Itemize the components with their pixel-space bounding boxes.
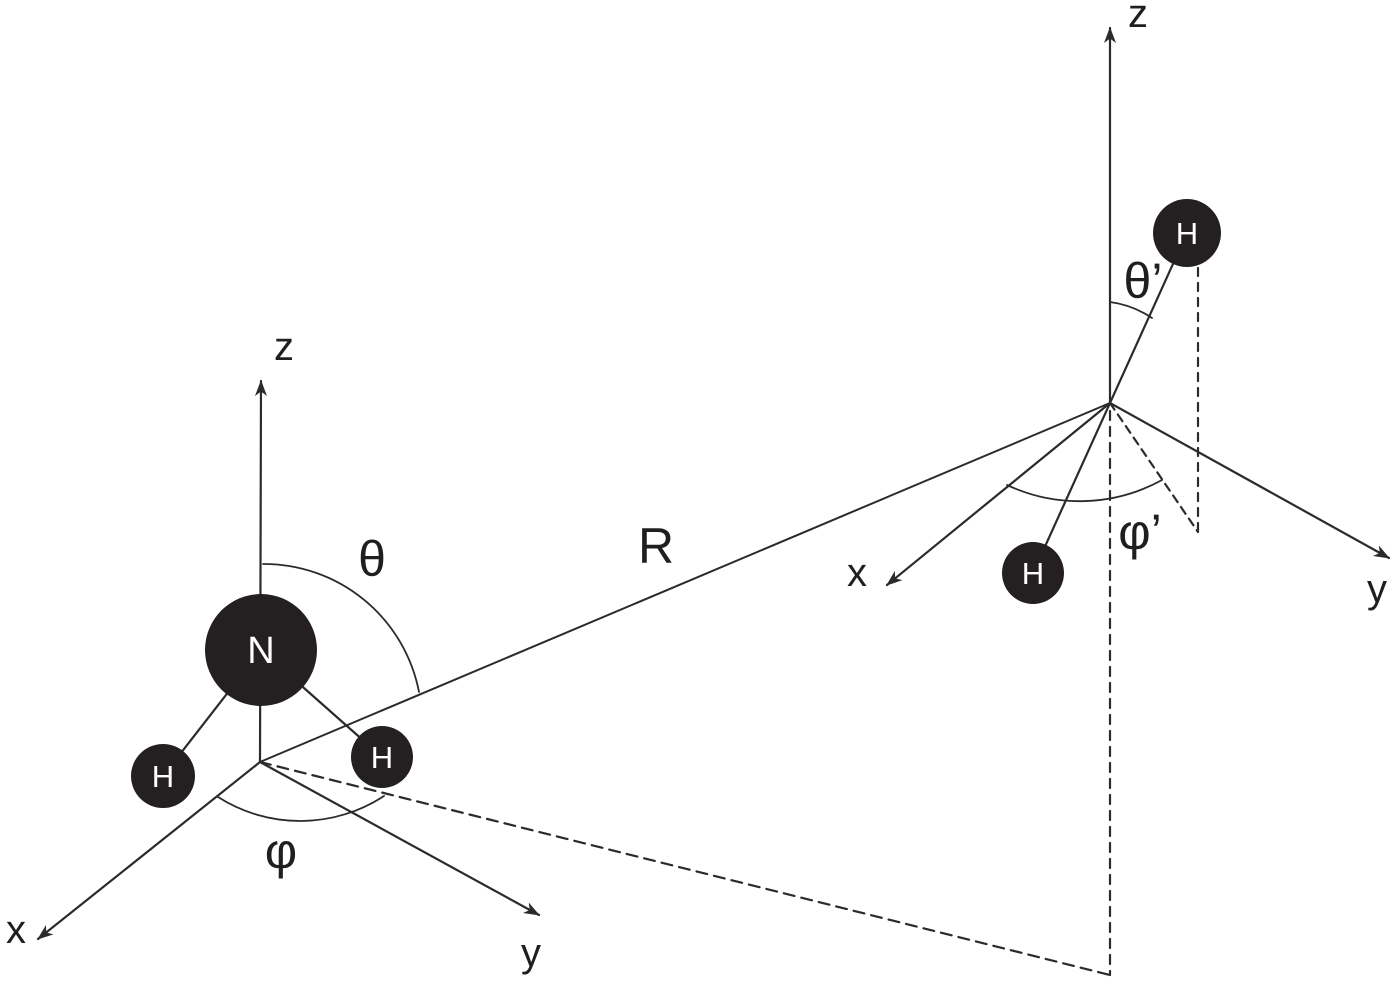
- theta-angle-label: θ: [358, 531, 386, 587]
- right-molecule-frame: [885, 26, 1391, 587]
- hydrogen-bottom-right-label: H: [1022, 556, 1044, 591]
- right-x-axis: [885, 401, 1112, 587]
- hydrogen-left-label: H: [152, 759, 174, 794]
- theta-prime-angle-arc: [1109, 301, 1153, 319]
- left-z-axis-label: z: [274, 325, 294, 369]
- left-y-axis: [258, 760, 541, 917]
- right-z-axis-label: z: [1128, 0, 1148, 36]
- theta-prime-angle-label: θ’: [1124, 253, 1163, 309]
- phi-prime-angle-label: φ’: [1118, 504, 1162, 560]
- left-x-axis: [36, 760, 262, 941]
- atoms: [131, 199, 1221, 808]
- left-x-axis-label: x: [6, 908, 26, 952]
- hydrogen-atom-right: [351, 726, 413, 788]
- theta-angle-arc: [262, 563, 420, 693]
- dashed-projection-left-origin-to-bottom: [258, 760, 1112, 977]
- phi-prime-angle-arc: [1006, 479, 1163, 503]
- hydrogen-atom-left: [131, 744, 195, 808]
- nitrogen-atom: [205, 594, 317, 706]
- distance-r-label: R: [638, 518, 674, 574]
- bond-h-h: [1031, 231, 1189, 575]
- atom-labels: N H H H H: [152, 216, 1198, 794]
- left-y-axis-label: y: [521, 931, 541, 975]
- dashed-bond-projection-right: [1108, 401, 1200, 534]
- annotation-labels: z x y θ φ R z x y θ’ φ’: [6, 0, 1387, 975]
- projection-lines: [258, 266, 1200, 977]
- right-y-axis-label: y: [1367, 567, 1387, 611]
- phi-angle-label: φ: [265, 823, 297, 879]
- phi-angle-arc: [217, 795, 385, 822]
- hydrogen-right-label: H: [371, 740, 393, 775]
- right-x-axis-label: x: [847, 551, 867, 595]
- hydrogen-atom-top-right: [1153, 199, 1221, 267]
- hydrogen-atom-bottom-right: [1002, 542, 1064, 604]
- intermolecular-distance-line: [259, 402, 1111, 763]
- diagram-lines: [36, 26, 1391, 977]
- nitrogen-label: N: [247, 630, 274, 672]
- hydrogen-top-right-label: H: [1176, 216, 1198, 251]
- right-y-axis: [1108, 401, 1391, 560]
